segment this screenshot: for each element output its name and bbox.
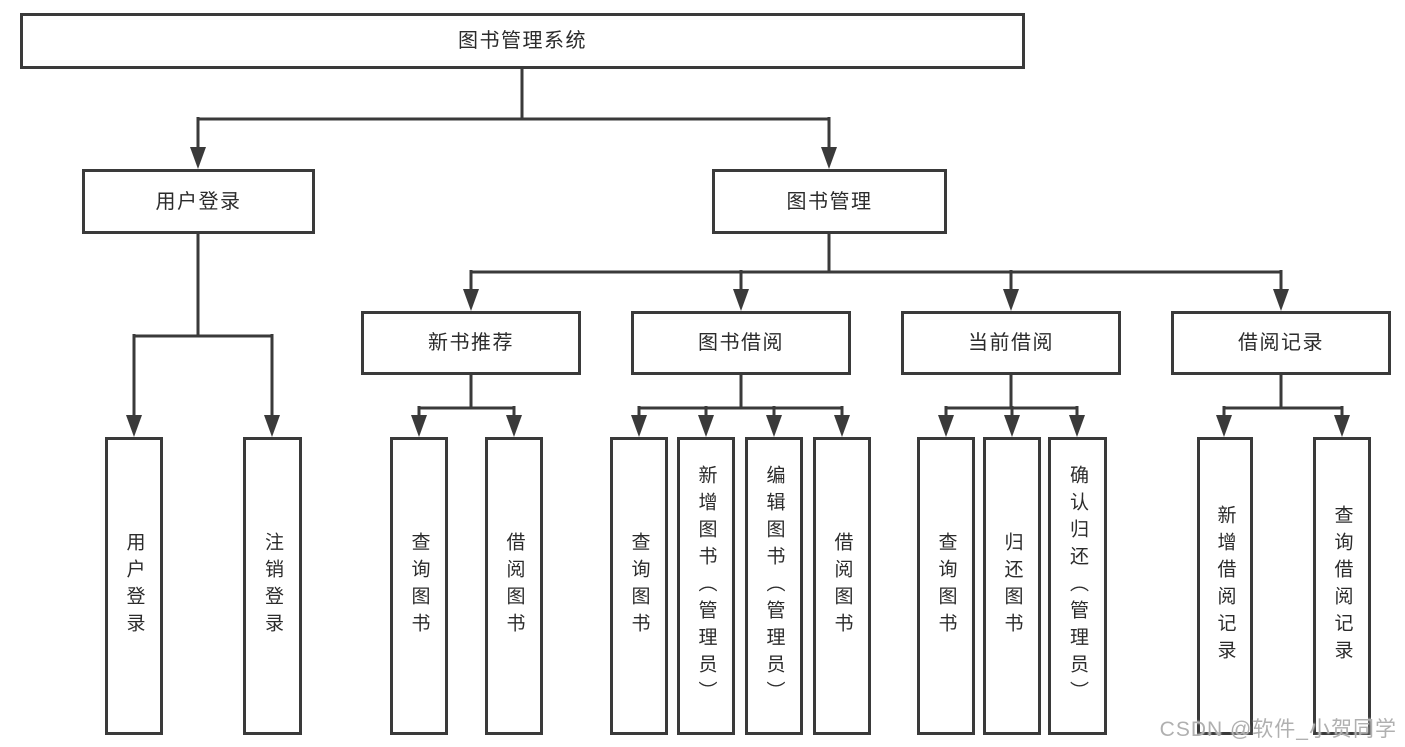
csdn-watermark: CSDN @软件_小贺同学 (1159, 718, 1397, 741)
leaf-query-books-borrow: 查询图书 (610, 437, 668, 735)
leaf-label: 归还图书 (1001, 532, 1023, 640)
arrowheads (126, 147, 1350, 437)
leaf-label: 确认归还（管理员） (1067, 464, 1088, 708)
node-label: 图书管理系统 (458, 30, 587, 52)
leaf-user-login: 用户登录 (105, 437, 163, 735)
leaf-add-book-admin: 新增图书（管理员） (677, 437, 735, 735)
leaf-borrow-books-recommend: 借阅图书 (485, 437, 543, 735)
leaf-query-books-current: 查询图书 (917, 437, 975, 735)
node-book-borrowing: 图书借阅 (631, 311, 851, 375)
node-label: 图书借阅 (698, 332, 784, 354)
leaf-label: 查询图书 (628, 532, 650, 640)
leaf-add-borrow-record: 新增借阅记录 (1197, 437, 1253, 735)
leaf-query-borrow-record: 查询借阅记录 (1313, 437, 1371, 735)
leaf-label: 编辑图书（管理员） (763, 464, 785, 708)
node-library-system: 图书管理系统 (20, 13, 1025, 69)
node-current-borrowing: 当前借阅 (901, 311, 1121, 375)
leaf-label: 查询借阅记录 (1331, 505, 1353, 667)
leaf-borrow-books-borrow: 借阅图书 (813, 437, 871, 735)
node-borrowing-records: 借阅记录 (1171, 311, 1391, 375)
leaf-label: 新增借阅记录 (1214, 505, 1236, 667)
node-book-management: 图书管理 (712, 169, 947, 234)
leaf-label: 借阅图书 (503, 532, 525, 640)
leaf-logout: 注销登录 (243, 437, 302, 735)
leaf-query-books-recommend: 查询图书 (390, 437, 448, 735)
node-label: 图书管理 (786, 190, 873, 213)
node-label: 当前借阅 (968, 332, 1054, 354)
leaf-label: 注销登录 (262, 532, 283, 640)
node-user-login: 用户登录 (82, 169, 315, 234)
node-label: 用户登录 (155, 190, 242, 213)
leaf-label: 查询图书 (935, 532, 957, 640)
leaf-label: 借阅图书 (831, 532, 853, 640)
leaf-label: 查询图书 (408, 532, 430, 640)
leaf-label: 用户登录 (123, 532, 145, 640)
leaf-confirm-return-admin: 确认归还（管理员） (1048, 437, 1107, 735)
leaf-edit-book-admin: 编辑图书（管理员） (745, 437, 803, 735)
leaf-return-books: 归还图书 (983, 437, 1041, 735)
leaf-label: 新增图书（管理员） (695, 464, 717, 708)
node-label: 借阅记录 (1238, 332, 1324, 354)
node-label: 新书推荐 (428, 332, 514, 354)
node-new-book-recommendation: 新书推荐 (361, 311, 581, 375)
